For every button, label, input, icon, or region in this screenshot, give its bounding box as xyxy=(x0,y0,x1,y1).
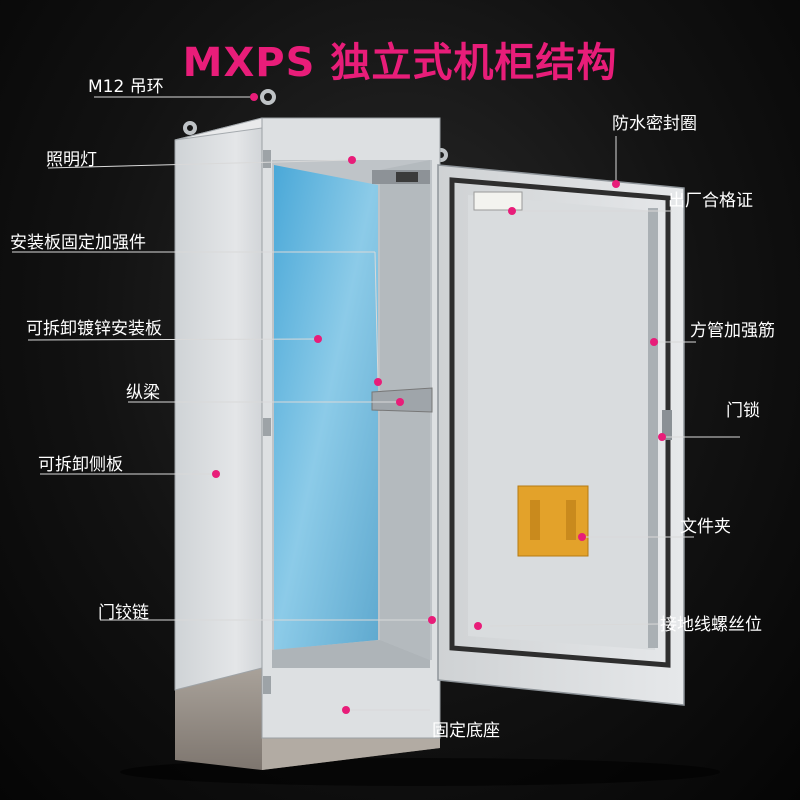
label-ground-screw: 接地线螺丝位 xyxy=(660,615,762,635)
door-hinge-bottom xyxy=(263,676,271,694)
label-lifting-eye: M12 吊环 xyxy=(88,77,164,97)
label-longitudinal-beam: 纵梁 xyxy=(126,383,160,403)
file-holder xyxy=(517,485,589,557)
label-tube-reinforce: 方管加强筋 xyxy=(690,321,775,341)
label-door-hinge: 门铰链 xyxy=(98,603,149,623)
label-mount-plate: 可拆卸镀锌安装板 xyxy=(26,319,162,339)
label-door-lock: 门锁 xyxy=(726,401,760,421)
label-side-panel: 可拆卸侧板 xyxy=(38,455,123,475)
label-mount-reinforce: 安装板固定加强件 xyxy=(10,233,146,253)
door-hinge-top xyxy=(263,150,271,168)
label-file-holder: 文件夹 xyxy=(680,517,731,537)
diagram-title: MXPS 独立式机柜结构 xyxy=(182,40,618,86)
factory-certificate xyxy=(473,191,523,211)
cabinet-floor xyxy=(272,640,430,668)
door-hinge-mid xyxy=(263,418,271,436)
mounting-plate xyxy=(274,165,378,650)
label-seal: 防水密封圈 xyxy=(612,114,697,134)
callout-markers xyxy=(212,93,666,714)
lighting-fixture xyxy=(396,172,418,182)
label-lighting: 照明灯 xyxy=(46,150,97,170)
door-lock-handle xyxy=(662,410,672,440)
side-panel xyxy=(174,117,263,691)
leader-lines xyxy=(12,96,740,711)
label-base: 固定底座 xyxy=(432,721,500,741)
cabinet-door xyxy=(437,164,685,706)
door-tube-reinforce xyxy=(648,208,658,648)
label-certificate: 出厂合格证 xyxy=(668,191,753,211)
